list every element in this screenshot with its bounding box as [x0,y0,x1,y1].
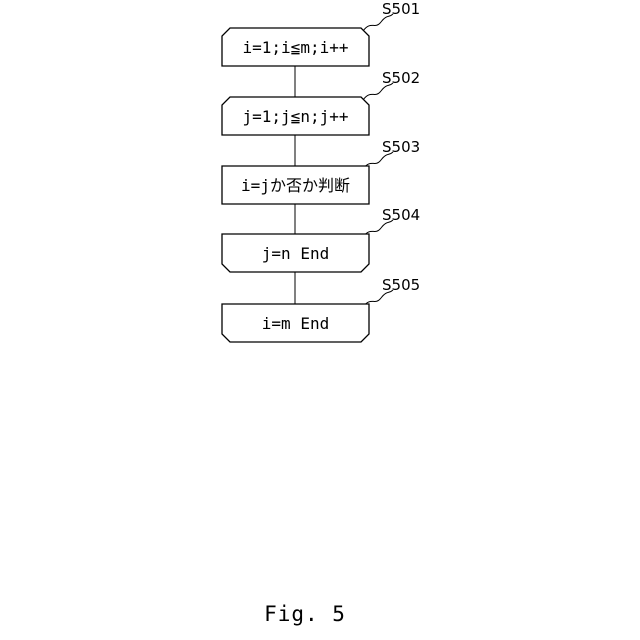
step-text-s502: j=1;j≦n;j++ [243,107,349,126]
step-label-s504: S504 [382,206,420,224]
step-label-s505: S505 [382,276,420,294]
step-label-s502: S502 [382,69,420,87]
step-labels: S501S502S503S504S505 [382,0,420,294]
step-text-s505: i=m End [262,314,329,333]
step-text-s504: j=n End [262,244,329,263]
step-text-s501: i=1;i≦m;i++ [243,38,349,57]
step-label-s501: S501 [382,0,420,18]
step-label-s503: S503 [382,138,420,156]
figure-caption: Fig. 5 [0,602,610,626]
step-text-s503: i=jか否か判断 [241,176,350,195]
